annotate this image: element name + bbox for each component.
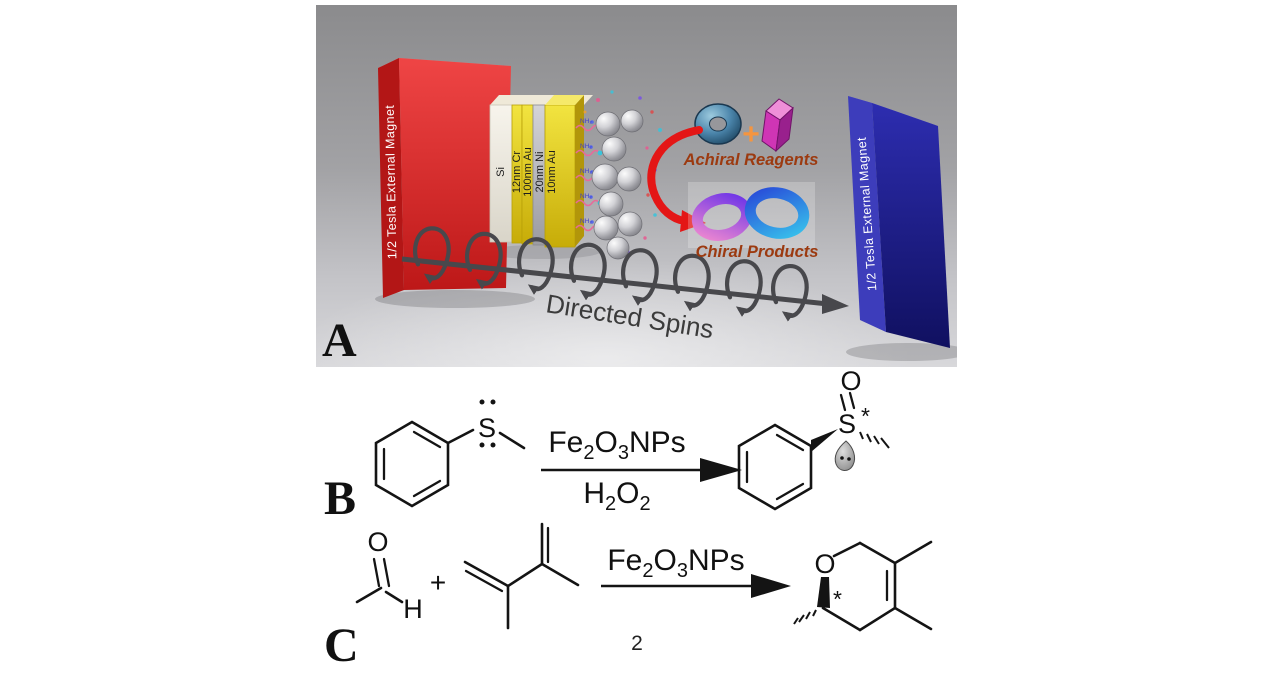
chiral-ribbon-right-loop (744, 187, 810, 239)
layer-label-au10: 10nm Au (546, 150, 558, 193)
svg-text:NH₂: NH₂ (580, 143, 592, 150)
achiral-reagents: + Achiral Reagents (683, 98, 819, 169)
layer-label-au100: 100nm Au (522, 147, 534, 197)
molecule-specks (583, 90, 662, 254)
panel-a-label: A (322, 314, 357, 367)
oxygen-atom: O (840, 366, 861, 396)
spin-axis-arrow (401, 228, 849, 316)
hashed-bond (859, 431, 890, 449)
stereocenter-asterisk: * (861, 403, 870, 429)
reaction-arrow-c (601, 574, 791, 598)
layer-au-10 (544, 104, 576, 248)
achiral-reagents-label: Achiral Reagents (683, 151, 819, 169)
spin-axis-arrowhead (822, 294, 849, 314)
svg-text:NH₂: NH₂ (580, 193, 592, 200)
svg-text:NH₂: NH₂ (580, 118, 592, 125)
dimethylbutadiene-structure (463, 522, 580, 630)
panel-b-label: B (324, 472, 356, 525)
stack-shadow (484, 245, 600, 259)
right-magnet: 1/2 Tesla External Magnet (848, 96, 950, 348)
oxidant-label-b: H2O2 (583, 477, 650, 515)
gold-top-face (545, 95, 584, 105)
panel-a-image: 1/2 Tesla External Magnet 1/2 Tesla Exte… (316, 5, 957, 367)
wedge-bond (817, 577, 830, 608)
stereocenter-asterisk: * (833, 586, 842, 612)
reaction-arrow-b (541, 458, 742, 482)
wedge-bond (811, 429, 838, 452)
plus-icon: + (742, 118, 760, 151)
arrowhead (700, 458, 742, 482)
chiral-products-label: Chiral Products (696, 243, 819, 261)
right-magnet-shadow (846, 343, 957, 361)
lone-pair-dot (840, 456, 844, 460)
catalyst-label-c: Fe2O3NPs (607, 544, 744, 582)
oxygen-atom: O (367, 527, 388, 557)
plus-sign: + (430, 567, 446, 598)
arrowhead (751, 574, 791, 598)
lone-pair-dots (479, 399, 496, 448)
layer-label-si: Si (495, 167, 507, 177)
chiral-products: Chiral Products (688, 182, 818, 261)
dihydropyran-structure: O * (793, 540, 933, 632)
nanoparticles (591, 109, 644, 260)
layer-label-cr: 12nm Cr (511, 151, 523, 194)
thioanisole-structure: S (374, 399, 526, 508)
ring-oxygen-atom: O (814, 549, 835, 579)
hashed-bond (793, 609, 817, 625)
stack-right-face (575, 95, 584, 247)
lone-pair-dot (847, 457, 851, 461)
left-magnet-label: 1/2 Tesla External Magnet (383, 105, 400, 260)
lone-pair-icon (834, 440, 856, 471)
right-magnet-spine-face (848, 96, 886, 332)
svg-text:NH₂: NH₂ (580, 168, 592, 175)
svg-text:NH₂: NH₂ (580, 218, 592, 225)
prism-icon (761, 98, 794, 153)
left-magnet-shadow (375, 290, 535, 308)
sulfur-atom: S (838, 409, 856, 439)
sulfoxide-structure: S O * (737, 366, 890, 511)
catalyst-label-b: Fe2O3NPs (548, 426, 685, 464)
page-number: 2 (631, 632, 643, 655)
layer-label-ni: 20nm Ni (534, 152, 546, 193)
right-magnet-front-face (872, 103, 950, 348)
sulfur-atom: S (478, 413, 496, 443)
torus-hole (709, 116, 727, 132)
substrate-stack: Si 12nm Cr 100nm Au 20nm Ni 10nm Au (489, 95, 593, 248)
linker-molecule-icon: NH₂ (575, 143, 603, 157)
hydrogen-atom: H (403, 594, 423, 624)
acetaldehyde-structure: O H (355, 527, 423, 624)
panel-c-label: C (324, 619, 359, 672)
left-magnet-spine-face (378, 58, 404, 298)
